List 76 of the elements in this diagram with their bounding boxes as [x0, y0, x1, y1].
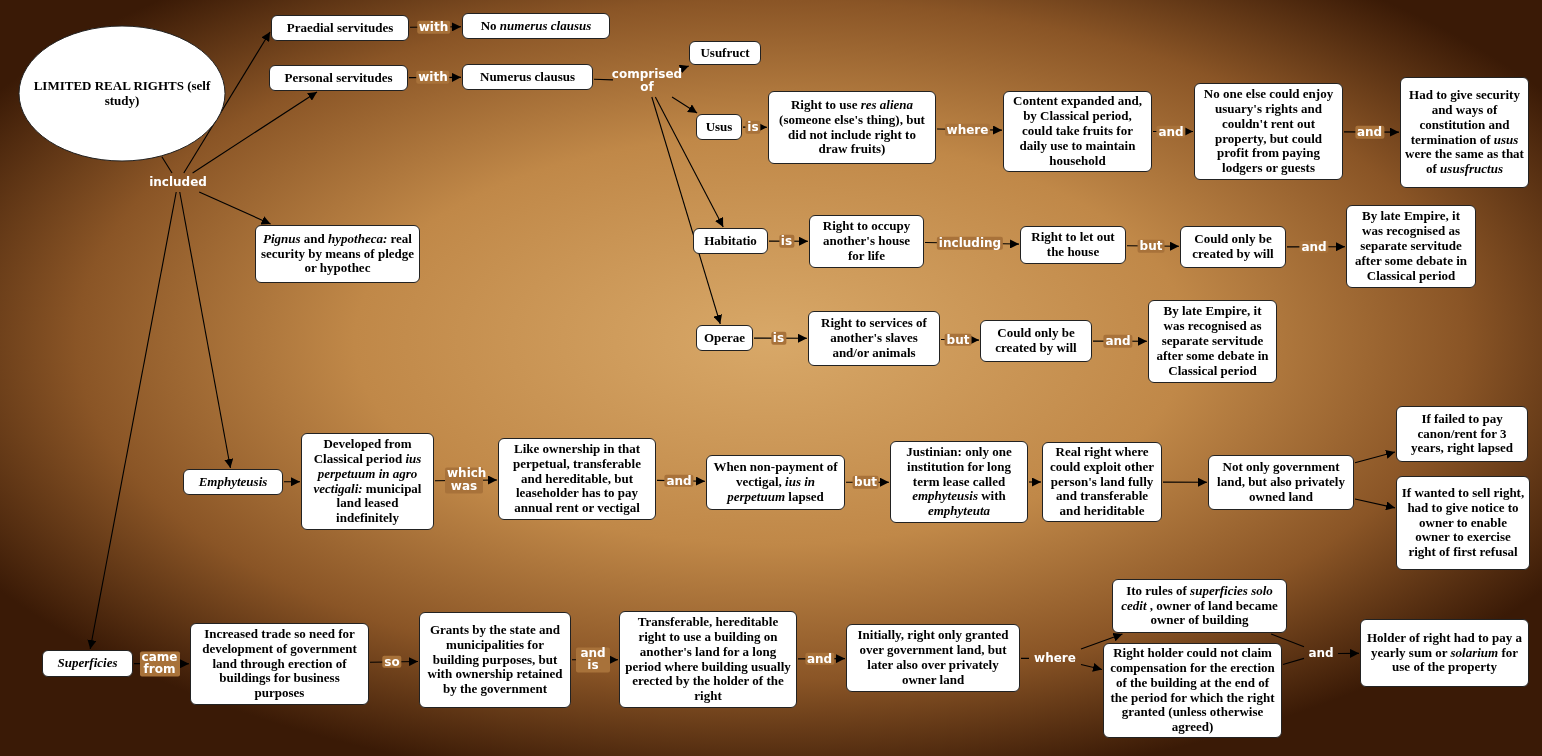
concept-box: No numerus clausus: [462, 13, 610, 39]
edge-label: with: [416, 20, 451, 34]
edge-label: and: [1299, 240, 1329, 254]
concept-box: Initially, right only granted over government land, but later also over privately owner land: [846, 624, 1020, 692]
edge-label: is: [745, 120, 761, 134]
concept-box: Ito rules of superficies solo cedit , owner of land became owner of building: [1112, 579, 1287, 633]
connector-arrow: [1080, 663, 1103, 672]
connector-arrow: [1080, 632, 1123, 650]
concept-box: If wanted to sell right, had to give notice to owner to enable owner to exercise right of first refusal: [1396, 476, 1530, 570]
concept-box: Personal servitudes: [269, 65, 408, 91]
concept-box: Pignus and hypotheca: real security by means of pledge or hypothec: [255, 225, 420, 283]
connector-arrow: [192, 91, 318, 174]
concept-box: Numerus clausus: [462, 64, 593, 90]
concept-box: Right to let out the house: [1020, 226, 1126, 264]
connector-arrow: [87, 191, 177, 650]
concept-box: Usufruct: [689, 41, 761, 65]
concept-box: Holder of right had to pay a yearly sum or solarium for use of the property: [1360, 619, 1529, 687]
linking-phrase: where: [1030, 650, 1080, 667]
concept-box: Superficies: [42, 650, 133, 677]
concept-box: Increased trade so need for development of government land through erection of buildings for business purposes: [190, 623, 369, 705]
concept-box: When non-payment of vectigal, ius in perpetuum lapsed: [706, 455, 845, 510]
edge-label: and is: [576, 647, 610, 673]
edge-label: where: [944, 123, 991, 136]
connector-arrow: [1354, 449, 1396, 464]
concept-box: Content expanded and, by Classical period, could take fruits for daily use to maintain household: [1003, 91, 1152, 172]
concept-box: No one else could enjoy usuary's rights and couldn't rent out property, but could profit from paying lodgers or guests: [1194, 83, 1343, 180]
concept-box: Could only be created by will: [1180, 226, 1286, 268]
edge-label: but: [1137, 239, 1165, 253]
concept-box: Justinian: only one institution for long term lease called emphyteusis with emphyteuta: [890, 441, 1028, 523]
edge-label: so: [382, 655, 402, 669]
concept-box: Right to occupy another's house for life: [809, 215, 924, 268]
concept-box: Could only be created by will: [980, 320, 1092, 362]
concept-box: By late Empire, it was recognised as separate servitude after some debate in Classical period: [1148, 300, 1277, 383]
concept-box: Habitatio: [693, 228, 768, 254]
concept-box: Emphyteusis: [183, 469, 283, 495]
connector-arrow: [198, 191, 272, 225]
linking-phrase: included: [147, 174, 209, 191]
linking-phrase: and: [1305, 645, 1337, 662]
concept-box: Operae: [696, 325, 753, 351]
edge-label: but: [852, 475, 879, 489]
concept-box: Had to give security and ways of constitution and termination of usus were the same as that of ususfructus: [1400, 77, 1529, 188]
connector-arrow: [1028, 477, 1042, 487]
edge-label: but: [944, 333, 972, 347]
concept-box: Grants by the state and municipalities for building purposes, but with ownership retained by the government: [419, 612, 571, 708]
linking-phrase: comprised of: [614, 66, 680, 96]
connector-arrow: [1162, 477, 1208, 487]
title-text: LIMITED REAL RIGHTS (self study): [32, 78, 212, 109]
concept-box: Right holder could not claim compensation for the erection of the building at the end of the period for which the right granted (unless otherwise agreed): [1103, 643, 1282, 738]
concept-box: Right to services of another's slaves and/or animals: [808, 311, 940, 366]
concept-box: Not only government land, but also privately owned land: [1208, 455, 1354, 510]
concept-box: Right to use res aliena (someone else's thing), but did not include right to draw fruits): [768, 91, 936, 164]
concept-box: Praedial servitudes: [271, 15, 409, 41]
connector-arrow: [671, 96, 698, 114]
connector-arrow: [1337, 648, 1360, 658]
connector-arrow: [183, 31, 271, 174]
edge-label: and: [1103, 334, 1133, 348]
concept-box: Usus: [696, 114, 742, 140]
edge-label: and: [1354, 125, 1385, 139]
edge-label: with: [416, 71, 450, 84]
concept-box: By late Empire, it was recognised as separate servitude after some debate in Classical period: [1346, 205, 1476, 288]
concept-box: Developed from Classical period ius perpetuum in agro vectigali: municipal land leased indefinitely: [301, 433, 434, 530]
connector-arrow: [283, 477, 301, 487]
edge-label: and: [1156, 125, 1186, 138]
connector-arrow: [179, 191, 234, 469]
concept-box: Like ownership in that perpetual, transferable and hereditable, but leaseholder has to pay annual rent or vectigal: [498, 438, 656, 520]
concept-box: If failed to pay canon/rent for 3 years, right lapsed: [1396, 406, 1528, 462]
edge-label: and: [804, 652, 835, 666]
edge-label: came from: [139, 651, 180, 677]
connector-arrow: [678, 64, 690, 74]
concept-box: Real right where could exploit other person's land fully and transferable and heriditable: [1042, 442, 1162, 522]
concept-box: Transferable, hereditable right to use a building on another's land for a long period where building usually erected by the holder of the right: [619, 611, 797, 708]
connector-arrow: [651, 96, 722, 325]
connector-arrow: [1354, 498, 1396, 511]
edge-label: and: [664, 474, 694, 488]
connector-arrow: [654, 96, 724, 228]
edge-label: including: [936, 237, 1004, 250]
